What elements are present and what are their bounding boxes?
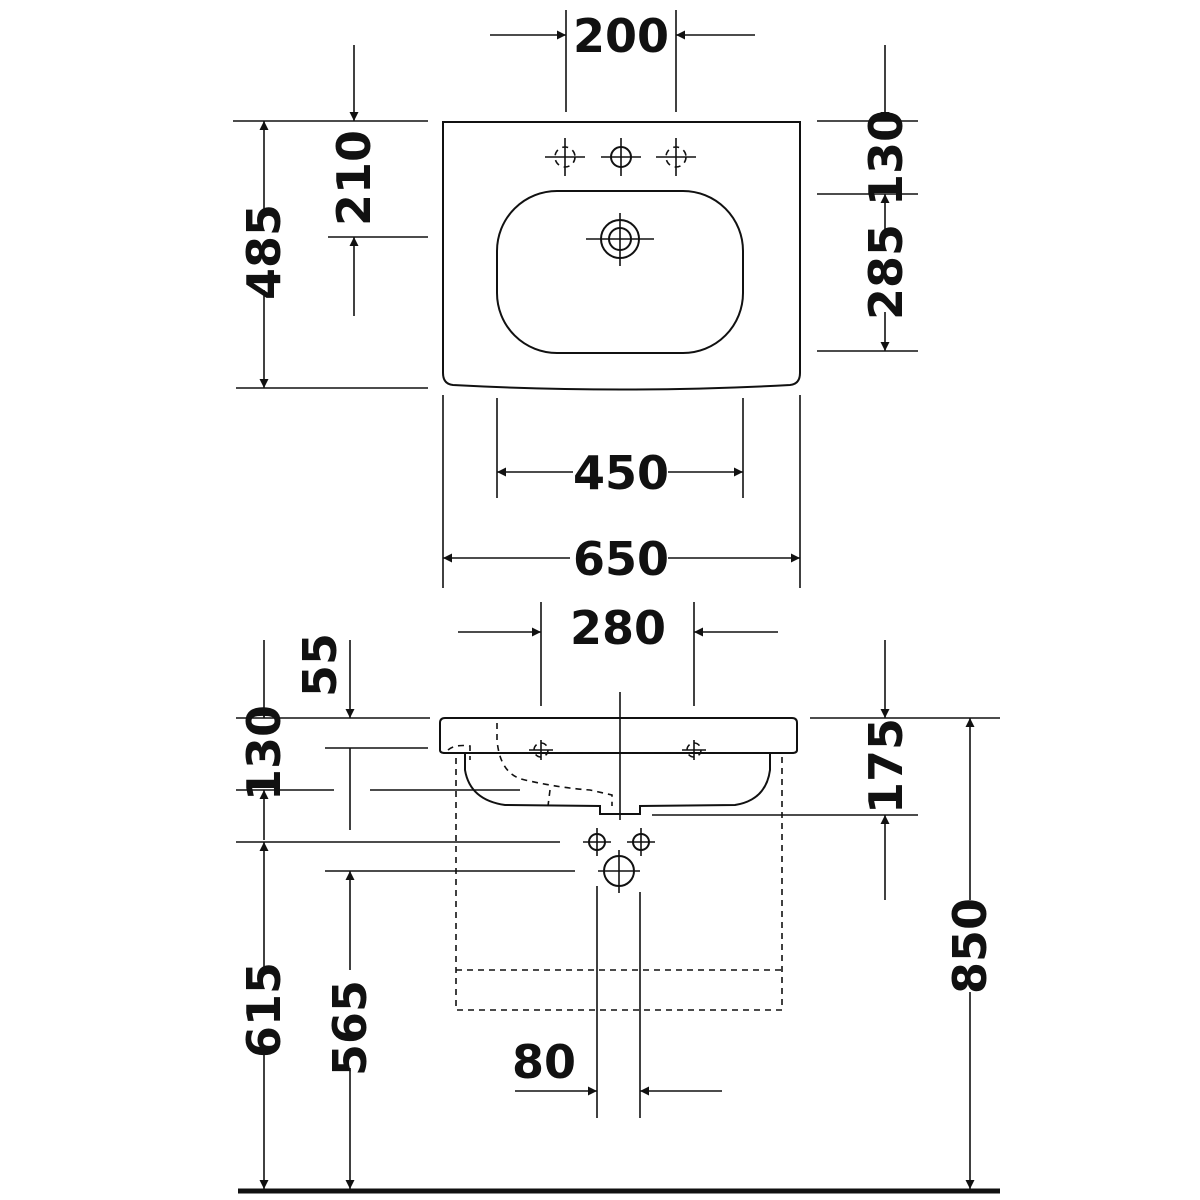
dimension-supply-height: 565 (323, 748, 575, 1189)
dimension-pipe-spacing: 80 (512, 886, 722, 1118)
dimension-mounting-height: 850 (943, 718, 997, 1189)
front-view: 280 55 130 175 (236, 601, 1000, 1194)
dimension-label: 55 (293, 633, 347, 697)
dimension-bowl-width: 450 (496, 398, 744, 500)
dimension-rim-to-outlet: 130 (236, 640, 520, 840)
dimension-faucet-spacing: 200 (490, 9, 755, 112)
dimension-label: 210 (327, 130, 381, 226)
drain-icon (586, 213, 654, 266)
basin-bowl-body (464, 753, 771, 815)
bowl-outline (496, 190, 744, 354)
basin-outline-top (442, 121, 801, 391)
waste-outlet-icon (598, 850, 640, 893)
dimension-label: 615 (237, 962, 291, 1058)
bowl-internal-contour (496, 723, 613, 806)
dimension-label: 485 (237, 204, 291, 300)
dimension-valve-spacing: 280 (458, 601, 778, 706)
supply-valve-left-icon (583, 828, 611, 856)
dimension-overflow-to-drain: 210 (327, 45, 428, 316)
dimension-outlet-height: 615 (236, 841, 560, 1189)
dimension-label: 280 (570, 601, 666, 655)
vanity-cabinet-outline (455, 752, 783, 1011)
dimension-label: 565 (323, 980, 377, 1076)
dimension-label: 850 (943, 898, 997, 994)
dimension-rim-to-bowl: 130 (817, 45, 918, 206)
valve-hole-right-icon (682, 740, 706, 760)
dimension-total-width: 650 (442, 395, 801, 588)
valve-hole-left-icon (529, 740, 553, 760)
dimension-label: 175 (859, 718, 913, 814)
dimension-label: 130 (859, 110, 913, 206)
optional-hole-left-icon (545, 138, 585, 176)
optional-hole-right-icon (656, 138, 696, 176)
dimension-label: 450 (573, 446, 669, 500)
dimension-label: 285 (859, 224, 913, 320)
dimension-rim-thickness: 55 (236, 633, 430, 749)
basin-rim (439, 717, 798, 754)
supply-valve-right-icon (627, 828, 655, 856)
dimension-label: 650 (573, 532, 669, 586)
faucet-hole-icon (601, 138, 641, 176)
top-view: 200 485 210 130 285 (233, 9, 918, 588)
dimension-label: 200 (573, 9, 669, 63)
dimension-bowl-height: 175 (652, 640, 1000, 900)
dimension-label: 80 (512, 1035, 576, 1089)
dimension-bowl-depth: 285 (817, 194, 918, 352)
dimension-depth-total: 485 (233, 120, 428, 389)
dimension-label: 130 (237, 705, 291, 801)
overflow-channel (447, 744, 471, 760)
